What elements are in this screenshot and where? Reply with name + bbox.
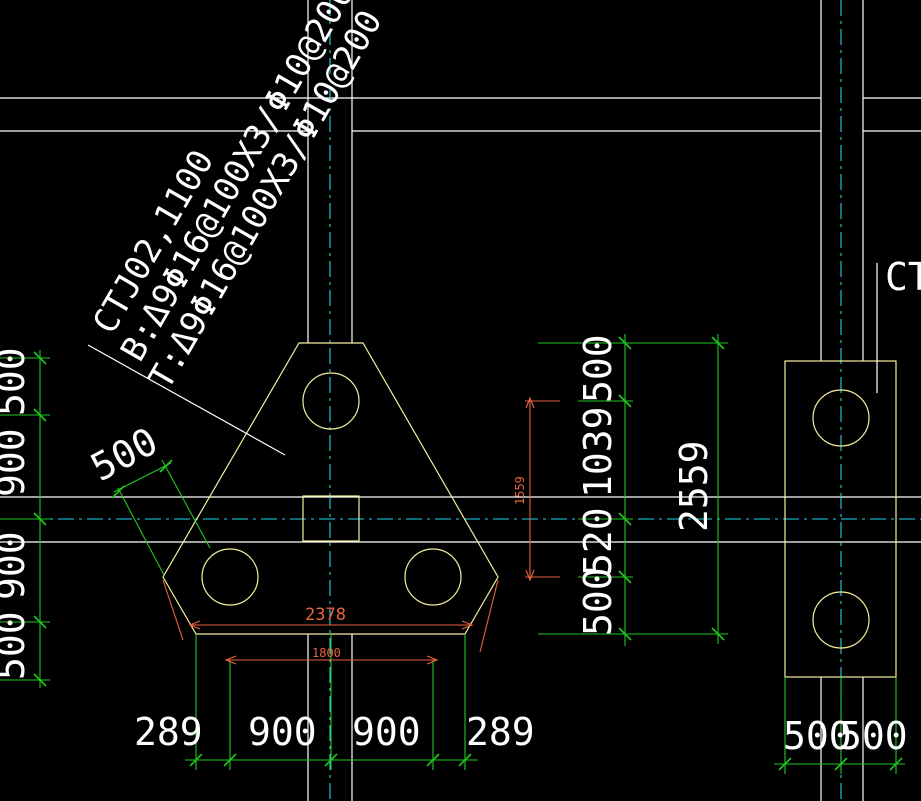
dim-bottom-289-left: 289 (134, 710, 203, 754)
dimension-texts: 289 900 900 289 2378 1800 1559 500 500 1… (0, 334, 908, 758)
tick-r4 (618, 570, 632, 584)
rect-cap-pile-top (812, 389, 870, 447)
tick-c2 (834, 757, 848, 771)
red-arrow-left (188, 620, 201, 630)
dim-red-1559: 1559 (513, 476, 527, 505)
dim-left-900-b: 900 (0, 531, 33, 600)
dim-left-900-a: 900 (0, 428, 33, 497)
dim-right-500-bottom: 500 (576, 567, 620, 636)
red-arrow-1800-left (224, 655, 237, 665)
dim-left-500-top: 500 (0, 347, 33, 416)
dimension-lines (0, 334, 905, 774)
tick-l1 (33, 351, 47, 365)
red-arrow-1559-bottom (525, 569, 535, 582)
tick-o1 (711, 336, 725, 350)
dim-left-500-bottom: 500 (0, 611, 33, 680)
dim-red-1800: 1800 (312, 646, 341, 660)
dim-cap2-500-left: 500 (783, 714, 852, 758)
tick-r1 (618, 336, 632, 350)
dim-right-520: 520 (576, 507, 620, 576)
tick-l5 (33, 673, 47, 687)
side-label-group: CT (876, 255, 921, 393)
dim-bottom-289-right: 289 (466, 710, 535, 754)
tick-s1 (111, 485, 125, 499)
tick-r5 (618, 627, 632, 641)
red-arrow-1800-right (426, 655, 439, 665)
tick-c3 (889, 757, 903, 771)
red-arrow-right (461, 620, 474, 630)
tick-b3 (324, 753, 338, 767)
red-ext-left (162, 579, 184, 641)
column-stub (302, 495, 360, 542)
dim-right-500-top: 500 (576, 334, 620, 403)
pile-1 (302, 372, 360, 430)
tick-b4 (426, 753, 440, 767)
rebar-annotation: CTJ02,1100 B:Δ9Φ16@100X3/Φ10@200 T:Δ9Φ16… (85, 0, 391, 456)
dim-bottom-900-right: 900 (352, 710, 421, 754)
red-arrow-1559-top (525, 396, 535, 409)
pile-2 (201, 548, 259, 606)
tick-b1 (189, 753, 203, 767)
dim-right-1039: 1039 (576, 406, 620, 498)
pile-3 (404, 548, 462, 606)
dim-slant-500: 500 (84, 419, 165, 490)
tick-b5 (458, 753, 472, 767)
tick-r3 (618, 512, 632, 526)
tick-c1 (778, 757, 792, 771)
annotation-leader (87, 344, 286, 456)
tick-s2 (159, 459, 173, 473)
tick-b2 (223, 753, 237, 767)
side-label: CT (885, 255, 921, 299)
tick-l2 (33, 408, 47, 422)
dim-red-2378: 2378 (305, 605, 346, 625)
dim-right-total-2559: 2559 (672, 440, 716, 532)
tick-l3 (33, 512, 47, 526)
tick-o2 (711, 627, 725, 641)
red-dimensions (162, 396, 560, 665)
dim-slant-ext-1 (117, 487, 165, 576)
dim-cap2-500-right: 500 (839, 714, 908, 758)
dim-slant-ext-2 (161, 459, 211, 549)
tick-l4 (33, 615, 47, 629)
dim-bottom-900-left: 900 (248, 710, 317, 754)
red-ext-right (479, 579, 499, 653)
rect-cap-pile-bottom (812, 591, 870, 649)
tick-r2 (618, 394, 632, 408)
